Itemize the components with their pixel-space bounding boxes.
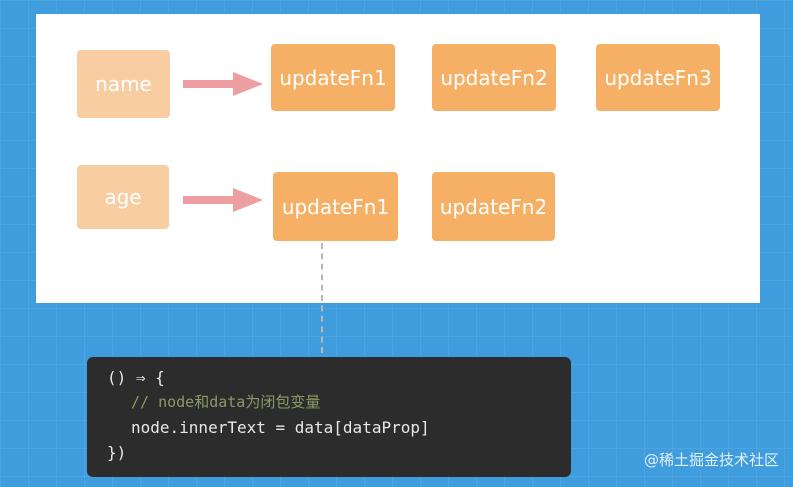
update-fn-box: updateFn3 (596, 44, 720, 111)
watermark: @稀土掘金技术社区 (643, 451, 779, 469)
arrow-right-icon (183, 188, 263, 212)
dashed-connector (321, 243, 323, 353)
code-block: () ⇒ { // node和data为闭包变量 node.innerText … (87, 357, 571, 477)
arrow-right-icon (183, 72, 263, 96)
key-box-name: name (77, 50, 170, 118)
key-box-age: age (77, 165, 169, 229)
update-fn-box: updateFn2 (432, 172, 555, 241)
code-line: node.innerText = data[dataProp] (131, 418, 430, 437)
code-line: () ⇒ { (107, 368, 165, 387)
update-fn-box: updateFn1 (273, 172, 398, 241)
code-comment: // node和data为闭包变量 (131, 393, 321, 411)
code-line: }) (107, 443, 127, 462)
update-fn-box: updateFn1 (271, 44, 395, 111)
update-fn-box: updateFn2 (432, 44, 556, 111)
